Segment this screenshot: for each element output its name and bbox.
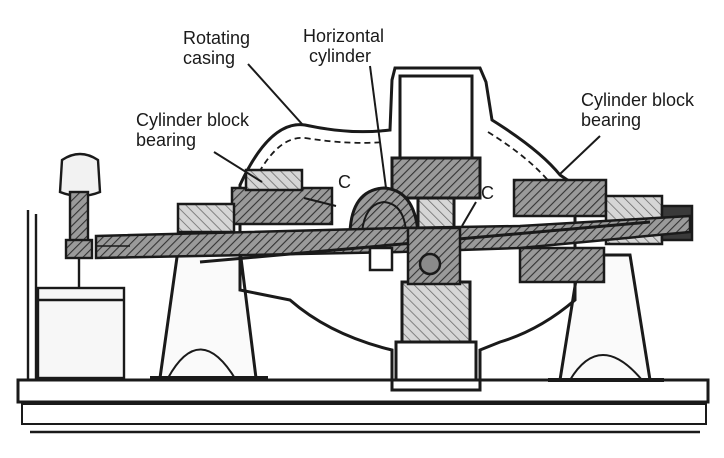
left-cylinder-block (176, 168, 334, 234)
label-c-right: C (481, 183, 494, 203)
leader-lines (213, 63, 601, 227)
label-rotating-casing-line2: casing (183, 48, 236, 68)
crank-hub (368, 226, 462, 286)
label-horizontal-cylinder: Horizontal cylinder (303, 26, 384, 66)
upper-cylinder (390, 74, 482, 230)
label-rotating-casing-line1: Rotating (183, 28, 251, 48)
label-cylinder-block-bearing-right-line1: Cylinder block (581, 90, 695, 110)
left-pedestal (150, 248, 268, 381)
label-c-left: C (338, 172, 351, 192)
label-horizontal-cylinder-line2: cylinder (309, 46, 372, 66)
label-rotating-casing: Rotating casing (183, 28, 250, 68)
label-cylinder-block-bearing-right-line2: bearing (581, 110, 642, 130)
label-cylinder-block-bearing-left: Cylinder block bearing (136, 110, 249, 150)
oil-cup-assembly (26, 152, 126, 380)
horizontal-cylinder-body (348, 186, 420, 234)
rotating-casing (238, 66, 577, 392)
label-cylinder-block-bearing-left-line1: Cylinder block (136, 110, 250, 130)
right-pedestal (548, 253, 664, 382)
lower-cylinder (394, 280, 478, 382)
base-plate (16, 378, 710, 434)
label-horizontal-cylinder-line1: Horizontal (303, 26, 385, 46)
label-cylinder-block-bearing-right: Cylinder block bearing (581, 90, 694, 130)
label-cylinder-block-bearing-left-line2: bearing (136, 130, 197, 150)
